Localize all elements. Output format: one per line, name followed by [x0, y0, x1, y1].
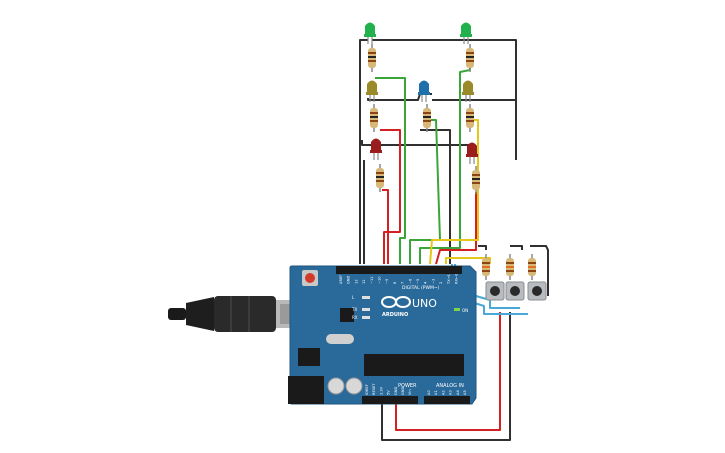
voltage-regulator	[298, 348, 320, 366]
pin-label: ~10	[378, 276, 382, 284]
power-jack[interactable]	[288, 376, 324, 404]
resistor-1[interactable]	[368, 44, 376, 72]
analog-label: ANALOG IN	[436, 383, 464, 389]
pin-label: ~5	[416, 279, 420, 284]
push-button-3[interactable]	[527, 281, 547, 301]
led-yellow-right[interactable]	[462, 80, 474, 103]
analog-header[interactable]	[424, 396, 470, 404]
power-label: POWER	[398, 383, 417, 389]
resistor-6[interactable]	[376, 164, 384, 192]
led-green-right[interactable]	[460, 22, 472, 45]
wire-black-low-left[interactable]	[361, 140, 470, 146]
pin-label: 5V	[387, 390, 391, 395]
pin-label: A2	[441, 390, 445, 395]
resistor-5[interactable]	[466, 104, 474, 132]
pin-label: GND	[394, 387, 398, 395]
pin-label: A5	[463, 390, 467, 395]
led-resistors	[368, 44, 480, 194]
led-rx-label: RX	[352, 315, 358, 320]
button-resistor-2[interactable]	[506, 254, 514, 280]
pin-label: 13	[354, 279, 358, 284]
push-button-2[interactable]	[505, 281, 525, 301]
wire-green-mid[interactable]	[409, 119, 441, 264]
pin-label: Vin	[408, 389, 412, 395]
pin-label: GND	[401, 387, 405, 395]
pin-label: 3.3V	[379, 386, 383, 395]
pin-label: ~3	[431, 279, 435, 284]
led-blue[interactable]	[418, 80, 430, 103]
arduino-board[interactable]: UNO ARDUINO DIGITAL (PWM~) POWER ANALOG …	[288, 265, 477, 405]
usb-chip	[340, 308, 354, 322]
leds	[364, 22, 478, 165]
button-resistor-1[interactable]	[482, 254, 490, 280]
wire-red-left[interactable]	[380, 129, 401, 264]
wire-black-buttons[interactable]	[478, 245, 549, 296]
led-on-indicator	[454, 308, 460, 311]
resistor-7[interactable]	[472, 166, 480, 194]
wire-red-power[interactable]	[395, 312, 501, 431]
pin-label: A1	[434, 390, 438, 395]
pin-label: ~11	[370, 276, 374, 284]
led-red-right[interactable]	[466, 142, 478, 165]
digital-label: DIGITAL (PWM~)	[402, 285, 440, 291]
pin-label: GND	[347, 276, 351, 284]
resistor-3[interactable]	[370, 104, 378, 132]
led-yellow-left[interactable]	[366, 80, 378, 103]
wires	[359, 39, 549, 441]
wire-yellow[interactable]	[429, 119, 479, 265]
resistor-2[interactable]	[466, 44, 474, 72]
pin-label: 8	[393, 281, 397, 284]
capacitor-2	[345, 377, 363, 395]
pin-label: ~6	[408, 278, 412, 284]
pin-label: A3	[449, 390, 453, 395]
led-l-label: L	[352, 295, 355, 300]
push-buttons	[485, 281, 547, 301]
pin-label: 7	[401, 282, 405, 284]
pin-label: ~9	[385, 278, 389, 284]
pin-label: A4	[456, 390, 460, 395]
led-rx-indicator	[362, 316, 370, 319]
resistor-4[interactable]	[423, 104, 431, 132]
button-resistors	[482, 254, 536, 280]
led-green-left[interactable]	[364, 22, 376, 45]
pin-label: AREF	[339, 275, 343, 284]
led-l-indicator	[362, 296, 370, 299]
power-header[interactable]	[362, 396, 418, 404]
pin-label: 12	[362, 279, 366, 284]
crystal	[326, 334, 354, 344]
wire-red-left2[interactable]	[382, 189, 389, 264]
reset-button-cap[interactable]	[305, 273, 315, 283]
pin-label: 4	[424, 281, 428, 284]
usb-cable[interactable]	[168, 296, 298, 332]
wire-black-power-gnd[interactable]	[381, 312, 511, 441]
digital-header[interactable]	[336, 266, 462, 274]
capacitor-1	[327, 377, 345, 395]
pin-label: TX→1	[447, 274, 451, 285]
board-model: UNO	[412, 297, 437, 310]
atmega-chip	[364, 354, 464, 376]
wire-red-right[interactable]	[435, 192, 477, 265]
wire-black-top-bus[interactable]	[359, 39, 368, 264]
button-resistor-3[interactable]	[528, 254, 536, 280]
pin-label: 2	[439, 282, 443, 284]
board-brand: ARDUINO	[382, 312, 408, 318]
pin-label: RESET	[372, 383, 376, 395]
led-red-left[interactable]	[370, 138, 382, 161]
led-tx-label: TX	[351, 307, 357, 312]
push-button-1[interactable]	[485, 281, 505, 301]
arduino-logo-icon	[381, 296, 411, 308]
pin-label: IOREF	[365, 384, 369, 395]
pin-label: A0	[427, 390, 431, 395]
wire-black-blue-led[interactable]	[420, 129, 451, 264]
led-on-label: ON	[462, 308, 468, 313]
pin-label: RX←0	[455, 273, 459, 284]
wire-green-left[interactable]	[375, 77, 406, 264]
led-tx-indicator	[362, 308, 370, 311]
